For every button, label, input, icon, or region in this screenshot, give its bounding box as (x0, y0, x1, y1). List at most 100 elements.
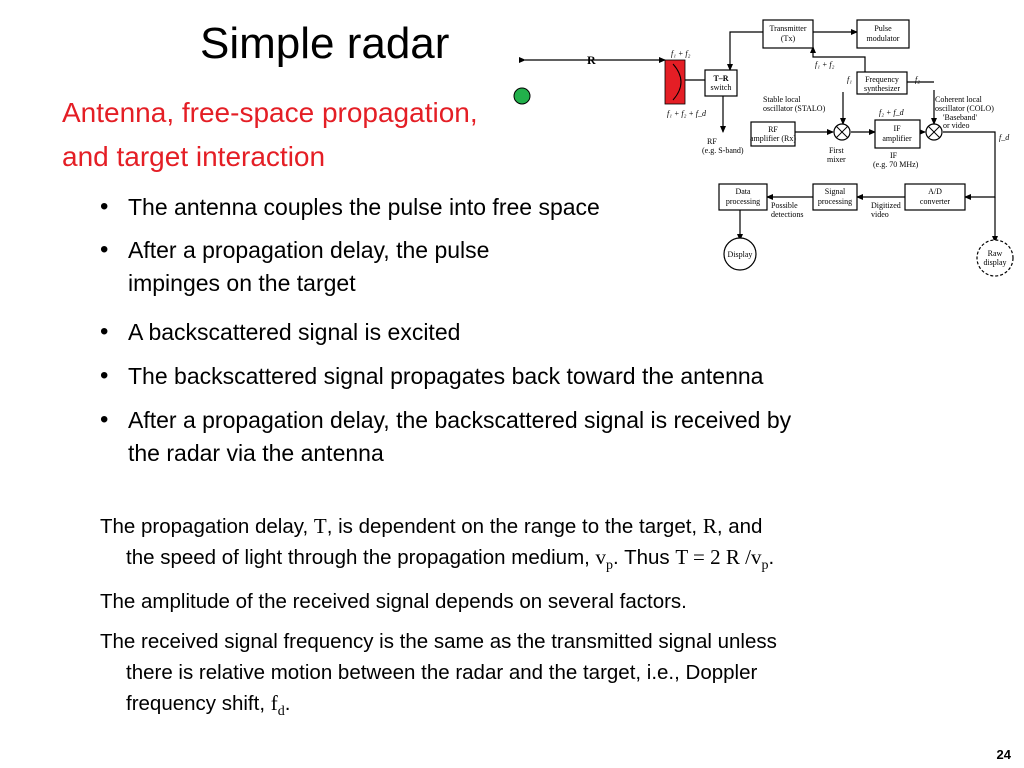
bullet-dot-icon: • (100, 236, 109, 263)
signal-label: or video (943, 121, 969, 130)
signal-label: 'Baseband' (943, 113, 978, 122)
block-label: processing (726, 197, 760, 206)
subtitle-line-1: Antenna, free-space propagation, (62, 97, 478, 128)
radar-block-diagram: R Transmitter (Tx) Pulse modulator T–R s… (513, 19, 1014, 277)
signal-label: Coherent local (935, 95, 983, 104)
block-label: Frequency (865, 75, 899, 84)
block-label: IF (893, 124, 901, 133)
subtitle-line-2: and target interaction (62, 141, 326, 172)
bullet-text: The backscattered signal propagates back… (128, 363, 764, 389)
subscript: p (606, 558, 614, 574)
bullet-text-continued: impinges on the target (128, 270, 356, 296)
signal-label: f₁ (847, 75, 852, 84)
doppler-paragraph: The received signal frequency is the sam… (100, 626, 980, 727)
block-label: (Tx) (781, 34, 796, 43)
signal-label: Possible (771, 201, 798, 210)
symbol-R: R (702, 514, 717, 538)
signal-processing-block (812, 183, 858, 211)
para-text: , and (716, 515, 763, 538)
slide-title: Simple radar (200, 19, 450, 68)
signal-label: oscillator (COLO) (935, 104, 994, 113)
para-text: , is dependent on the range to the targe… (326, 515, 703, 538)
block-label: Display (728, 250, 753, 259)
delay-formula: T = 2 R /v (675, 545, 762, 569)
signal-label: f_d (999, 133, 1010, 142)
bullet-dot-icon: • (100, 193, 109, 220)
rf-amplifier-block (750, 121, 796, 147)
signal-label: Digitized (871, 201, 901, 210)
bullet-dot-icon: • (100, 362, 109, 389)
signal-label: IF (890, 151, 898, 160)
display-icon (723, 237, 757, 271)
signal-label: f₂ + f_d (879, 108, 905, 117)
para-text: . (768, 546, 775, 569)
transmitter-block (762, 19, 814, 49)
signal-label: video (871, 210, 889, 219)
block-label: Data (735, 187, 751, 196)
signal-label: (e.g. S-band) (702, 146, 744, 155)
pulse-modulator-block (856, 19, 910, 49)
ad-converter-block (904, 183, 966, 211)
signal-label: First (829, 146, 844, 155)
signal-label: Stable local (763, 95, 801, 104)
signal-label: f₁ + f₂ (671, 49, 691, 58)
bullet-item: • The backscattered signal propagates ba… (100, 357, 960, 395)
antenna-reflector-icon (672, 63, 682, 101)
para-text: the speed of light through the propagati… (126, 546, 596, 569)
block-label: amplifier (Rx) (750, 134, 796, 143)
bullet-dot-icon: • (100, 318, 109, 345)
symbol-vp: v (595, 545, 607, 569)
block-label: Pulse (874, 24, 892, 33)
raw-display-icon (976, 239, 1014, 277)
bullet-item: • After a propagation delay, the backsca… (100, 401, 960, 467)
antenna-icon (664, 59, 686, 105)
symbol-fd: f (270, 691, 278, 715)
block-label: modulator (867, 34, 900, 43)
tr-switch-block (704, 69, 738, 97)
bullet-text: A backscattered signal is excited (128, 319, 461, 345)
bullet-item: • After a propagation delay, the pulse i… (100, 231, 960, 297)
block-label: Raw (988, 249, 1003, 258)
signal-label: f₂ (915, 75, 920, 84)
signal-label: oscillator (STALO) (763, 104, 826, 113)
para-text: The received signal frequency is the sam… (100, 630, 777, 653)
block-label: amplifier (882, 134, 912, 143)
bullet-dot-icon: • (100, 406, 109, 433)
signal-label: (e.g. 70 MHz) (873, 160, 919, 169)
para-text: The propagation delay, (100, 515, 314, 538)
bullet-item: • The antenna couples the pulse into fre… (100, 188, 960, 226)
para-text: . (284, 692, 291, 715)
block-label: display (983, 258, 1006, 267)
bullet-text: After a propagation delay, the backscatt… (128, 407, 792, 433)
bullet-text: The antenna couples the pulse into free … (128, 194, 600, 220)
page-number: 24 (996, 747, 1011, 762)
signal-label: detections (771, 210, 803, 219)
para-text: . Thus (613, 546, 676, 569)
frequency-synthesizer-block (856, 71, 908, 95)
bullet-text: After a propagation delay, the pulse (128, 237, 490, 263)
target-icon (513, 87, 531, 105)
block-label: converter (920, 197, 951, 206)
propagation-delay-paragraph: The propagation delay, T, is dependent o… (100, 511, 980, 581)
para-text: there is relative motion between the rad… (126, 661, 758, 684)
subscript: d (277, 704, 285, 720)
bullet-item: • A backscattered signal is excited (100, 313, 960, 351)
block-label: Signal (825, 187, 846, 196)
signal-label: f₁ + f₂ (815, 60, 835, 69)
block-label: Transmitter (769, 24, 806, 33)
signal-label: f₁ + f₂ + f_d (667, 109, 707, 118)
signal-label: mixer (827, 155, 846, 164)
block-label: RF (768, 125, 778, 134)
block-label: switch (711, 83, 732, 92)
signal-label: RF (707, 137, 717, 146)
block-label: processing (818, 197, 852, 206)
para-text: frequency shift, (126, 692, 271, 715)
subscript: p (761, 558, 769, 574)
data-processing-block (718, 183, 768, 211)
block-label: A/D (928, 187, 942, 196)
block-label: T–R (713, 74, 728, 83)
para-text: The amplitude of the received signal dep… (100, 590, 687, 613)
if-amplifier-block (874, 119, 921, 149)
bullet-text-continued: the radar via the antenna (128, 440, 384, 466)
amplitude-paragraph: The amplitude of the received signal dep… (100, 586, 980, 617)
